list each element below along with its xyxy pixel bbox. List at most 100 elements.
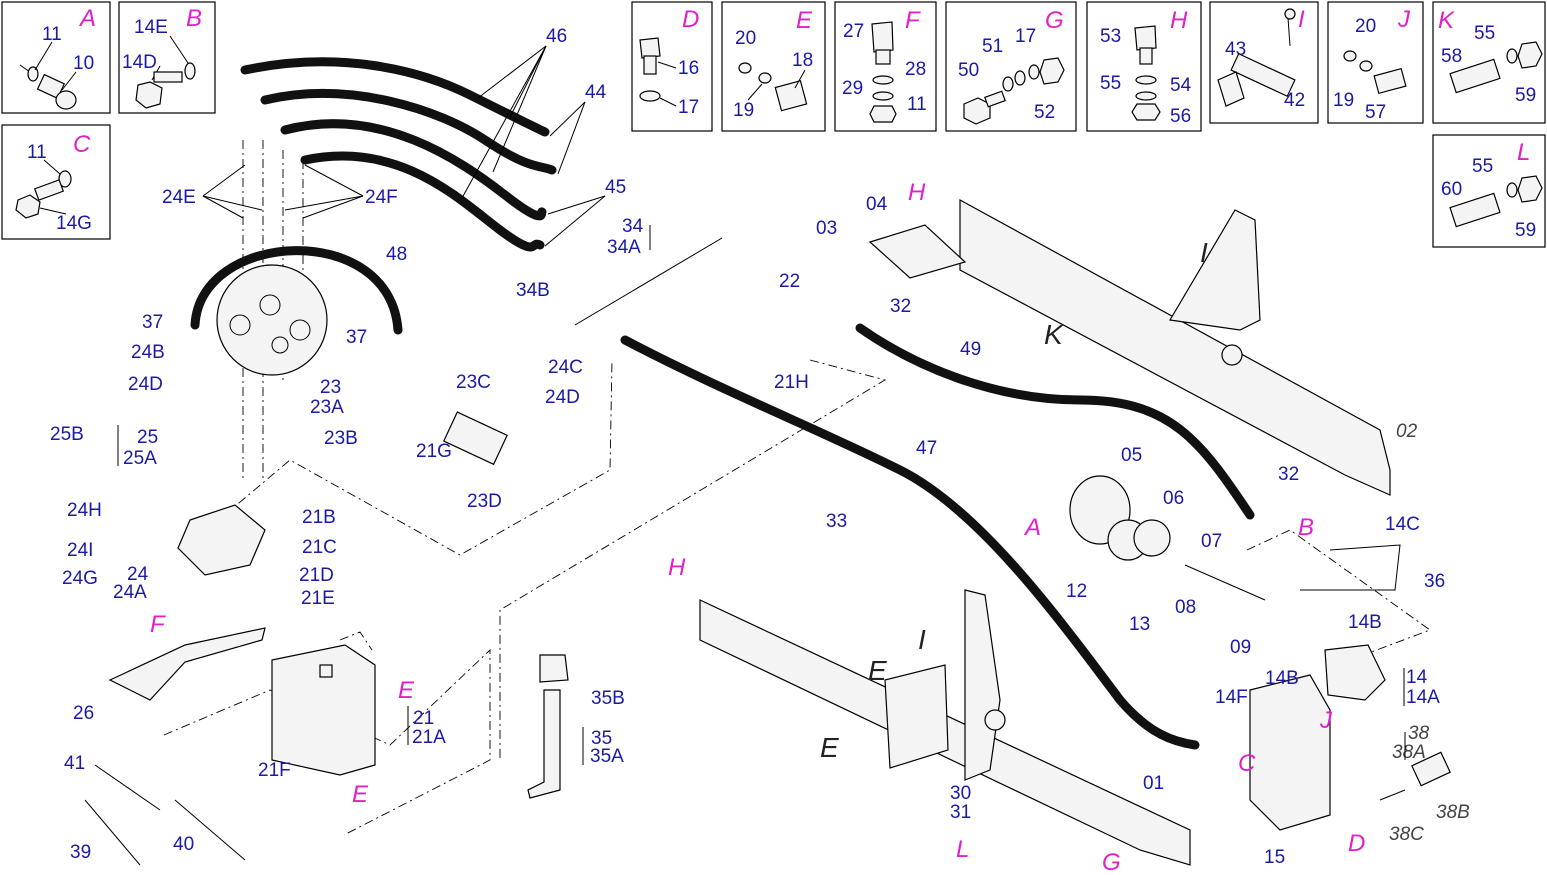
callout-letters: F E E H H I I K A B J C D E E L G <box>150 179 1365 875</box>
svg-text:01: 01 <box>1143 773 1164 794</box>
svg-text:B: B <box>1298 514 1314 541</box>
svg-text:23A: 23A <box>310 397 344 418</box>
detail-box-f: F 27 28 29 11 <box>834 1 937 132</box>
svg-text:E: E <box>352 781 369 808</box>
svg-text:07: 07 <box>1201 531 1222 552</box>
svg-text:10: 10 <box>73 53 94 74</box>
svg-text:11: 11 <box>27 142 47 163</box>
svg-text:E: E <box>398 677 415 704</box>
svg-text:21E: 21E <box>301 588 335 609</box>
detail-box-b: B 14E 14D <box>118 1 216 114</box>
svg-text:23B: 23B <box>324 428 358 449</box>
svg-text:A: A <box>1023 514 1041 541</box>
svg-text:03: 03 <box>816 218 837 239</box>
svg-text:F: F <box>150 611 166 638</box>
svg-text:24G: 24G <box>62 568 98 589</box>
svg-text:55: 55 <box>1474 23 1495 44</box>
svg-text:59: 59 <box>1515 220 1536 241</box>
shaft-08 <box>1184 564 1266 601</box>
svg-text:J: J <box>1397 6 1411 33</box>
svg-text:38B: 38B <box>1436 802 1470 823</box>
svg-text:34B: 34B <box>516 280 550 301</box>
svg-text:35A: 35A <box>590 746 624 767</box>
svg-text:G: G <box>1045 7 1064 34</box>
bracket-03-04 <box>868 224 967 279</box>
valve-block <box>177 504 266 576</box>
svg-text:24I: 24I <box>67 540 93 561</box>
svg-text:46: 46 <box>546 26 567 47</box>
svg-text:32: 32 <box>1278 464 1299 485</box>
rod-34 <box>574 237 723 326</box>
svg-text:23: 23 <box>320 377 341 398</box>
svg-text:H: H <box>1170 7 1188 34</box>
svg-text:08: 08 <box>1175 597 1196 618</box>
svg-text:K: K <box>1438 7 1455 34</box>
svg-text:C: C <box>1238 750 1256 777</box>
svg-text:24F: 24F <box>365 187 398 208</box>
svg-text:21H: 21H <box>774 372 809 393</box>
svg-text:21G: 21G <box>416 441 452 462</box>
svg-text:E: E <box>868 655 887 686</box>
svg-text:H: H <box>668 554 686 581</box>
bracket-15 <box>1249 674 1331 831</box>
svg-text:31: 31 <box>950 802 971 823</box>
svg-text:12: 12 <box>1066 581 1087 602</box>
svg-text:24D: 24D <box>128 374 163 395</box>
svg-text:16: 16 <box>678 58 699 79</box>
hoses <box>190 57 1255 750</box>
svg-text:21C: 21C <box>302 537 337 558</box>
svg-text:42: 42 <box>1284 90 1305 111</box>
svg-text:21A: 21A <box>412 727 446 748</box>
tube-35 <box>527 654 569 799</box>
svg-text:38C: 38C <box>1389 824 1424 845</box>
svg-text:56: 56 <box>1170 106 1191 127</box>
frame-upper-02 <box>959 198 1391 496</box>
svg-text:60: 60 <box>1441 179 1462 200</box>
svg-text:24E: 24E <box>162 187 196 208</box>
detail-box-i: I 43 42 <box>1209 1 1319 124</box>
part-labels: 46 44 45 48 34 34A 34B 24E 24F 37 37 24B… <box>50 26 1470 868</box>
svg-text:20: 20 <box>1355 16 1376 37</box>
svg-text:04: 04 <box>866 194 888 215</box>
svg-text:06: 06 <box>1163 488 1184 509</box>
svg-text:35B: 35B <box>591 688 625 709</box>
svg-text:38A: 38A <box>1392 742 1426 763</box>
svg-text:44: 44 <box>585 82 607 103</box>
svg-text:17: 17 <box>678 97 699 118</box>
svg-text:25B: 25B <box>50 424 84 445</box>
filter-23D <box>442 411 508 466</box>
detail-box-e: E 20 18 19 <box>721 1 826 132</box>
svg-text:55: 55 <box>1472 156 1493 177</box>
svg-text:24: 24 <box>127 564 149 585</box>
svg-text:14A: 14A <box>1406 687 1440 708</box>
svg-text:52: 52 <box>1034 102 1055 123</box>
svg-text:E: E <box>820 732 839 763</box>
svg-text:26: 26 <box>73 703 94 724</box>
svg-text:53: 53 <box>1100 26 1121 47</box>
svg-text:21F: 21F <box>258 760 291 781</box>
tank-21 <box>271 644 376 776</box>
svg-text:11: 11 <box>42 24 62 45</box>
svg-text:B: B <box>186 5 202 32</box>
svg-text:11: 11 <box>907 94 927 115</box>
svg-text:37: 37 <box>346 327 367 348</box>
svg-text:25A: 25A <box>123 448 157 469</box>
detail-box-k: K 55 58 59 <box>1432 1 1546 124</box>
svg-text:G: G <box>1102 849 1121 875</box>
detail-box-g: G 51 17 50 52 <box>945 1 1077 132</box>
pump-14 <box>1324 644 1386 701</box>
detail-box-d: D 16 17 <box>631 1 713 132</box>
svg-text:14: 14 <box>1406 667 1428 688</box>
bracket-26 <box>108 627 266 701</box>
svg-text:14D: 14D <box>122 52 157 73</box>
svg-text:21D: 21D <box>299 565 334 586</box>
svg-text:32: 32 <box>890 296 911 317</box>
svg-text:I: I <box>1200 237 1208 268</box>
frame-lower-01 <box>699 589 1191 866</box>
svg-text:55: 55 <box>1100 73 1121 94</box>
svg-text:05: 05 <box>1121 445 1142 466</box>
svg-text:49: 49 <box>960 339 981 360</box>
svg-text:24C: 24C <box>548 357 583 378</box>
svg-text:E: E <box>796 7 813 34</box>
